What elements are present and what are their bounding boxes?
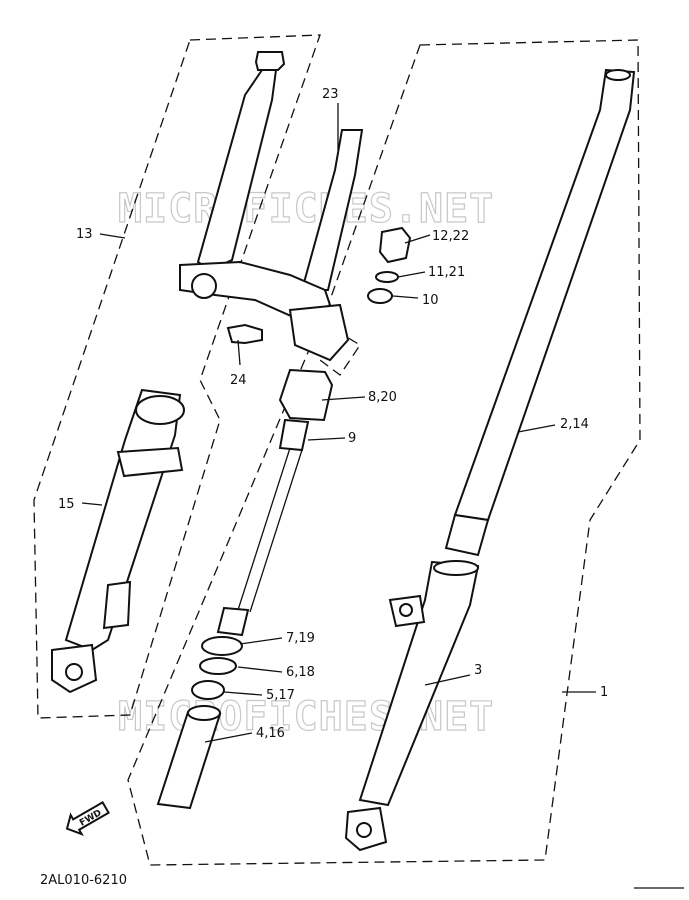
callout-12-22: 12,22 bbox=[432, 229, 469, 244]
callout-24: 24 bbox=[230, 373, 247, 388]
left-dust-seal bbox=[135, 395, 185, 425]
oil-seal bbox=[199, 657, 237, 675]
callout-10: 10 bbox=[422, 293, 439, 308]
callout-15: 15 bbox=[58, 497, 75, 512]
fork-spring-bottom bbox=[216, 606, 250, 637]
callout-23: 23 bbox=[322, 87, 339, 102]
damper-rod-cap bbox=[278, 368, 334, 422]
right-outer-tube-top bbox=[433, 560, 479, 576]
fwd-arrow-icon bbox=[65, 800, 110, 836]
callout-7-19: 7,19 bbox=[286, 631, 315, 646]
callout-5-17: 5,17 bbox=[266, 688, 295, 703]
left-fork-assembly bbox=[51, 51, 286, 694]
steering-stem-assembly bbox=[179, 129, 364, 362]
callout-13: 13 bbox=[76, 227, 93, 242]
callout-3: 3 bbox=[474, 663, 482, 678]
fwd-arrow: FWD bbox=[65, 800, 110, 836]
leader-lines bbox=[81, 103, 596, 743]
left-axle-hole bbox=[65, 663, 83, 681]
right-axle-hole bbox=[356, 822, 372, 838]
callout-1: 1 bbox=[600, 685, 608, 700]
spring-line-a bbox=[237, 447, 291, 611]
lower-bracket-clamp-left bbox=[191, 273, 217, 299]
washer bbox=[191, 680, 225, 700]
spring-line-b bbox=[249, 449, 303, 613]
left-lower-bracket bbox=[102, 580, 132, 630]
callout-6-18: 6,18 bbox=[286, 665, 315, 680]
snap-ring bbox=[201, 636, 243, 656]
callout-9: 9 bbox=[348, 431, 356, 446]
right-inner-tube-bottom bbox=[444, 513, 490, 557]
fork-internals bbox=[156, 368, 334, 810]
diagram-code: 2AL010-6210 bbox=[40, 873, 127, 888]
callout-2-14: 2,14 bbox=[560, 417, 589, 432]
stem-collar bbox=[367, 288, 393, 304]
left-assembly-boundary bbox=[33, 34, 321, 719]
right-inner-tube-top bbox=[605, 69, 631, 81]
callout-11-21: 11,21 bbox=[428, 265, 465, 280]
watermark-top: MICROFICHES.NET bbox=[118, 186, 494, 232]
watermark-bottom: MICROFICHES.NET bbox=[118, 694, 494, 740]
right-caliper-hole bbox=[399, 603, 413, 617]
slide-metal-top bbox=[187, 705, 221, 721]
right-fork-assembly bbox=[344, 68, 636, 852]
upper-bracket-right bbox=[288, 303, 350, 362]
left-caliper-bracket bbox=[116, 446, 184, 478]
steering-stem bbox=[300, 129, 364, 291]
right-inner-tube bbox=[453, 68, 636, 522]
stem-washer bbox=[375, 271, 399, 283]
pinch-bolt bbox=[226, 323, 263, 345]
left-inner-tube bbox=[196, 69, 278, 272]
left-fork-cap bbox=[254, 51, 286, 71]
callout-4-16: 4,16 bbox=[256, 726, 285, 741]
fork-spring-top bbox=[278, 418, 310, 452]
callout-8-20: 8,20 bbox=[368, 390, 397, 405]
stem-hardware bbox=[367, 226, 412, 304]
stem-nut bbox=[378, 226, 412, 264]
